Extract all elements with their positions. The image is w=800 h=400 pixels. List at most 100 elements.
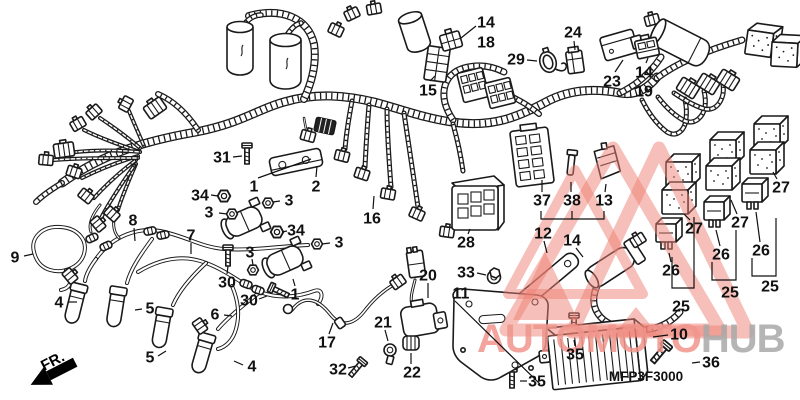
coil-bracket-2 (268, 147, 324, 177)
leader-line (251, 258, 254, 266)
callout-label: 25 (672, 299, 690, 316)
spark-plug-wires (31, 116, 417, 351)
leader-line (645, 57, 649, 64)
leader-line (218, 212, 228, 215)
callout-label: 3 (205, 205, 214, 222)
connector-14-19 (633, 33, 661, 60)
callout-label: 1 (250, 179, 259, 196)
callout-label: 26 (712, 247, 730, 264)
callout-label: 30 (240, 293, 258, 310)
callout-bracket (711, 230, 737, 281)
leader-line (454, 300, 541, 385)
leader-line (573, 40, 576, 51)
watermark-brand: AUTOMOTOHUB (477, 317, 785, 361)
callout-label: 2 (312, 179, 321, 196)
leader-line (460, 25, 477, 39)
watermark-brand-second: HUB (701, 317, 785, 361)
sensor-21 (383, 343, 397, 366)
callout-label: 12 (534, 226, 552, 243)
callout-label: 13 (595, 193, 613, 210)
connector-24 (565, 45, 585, 75)
watermark-triangle (503, 165, 648, 299)
leader-line (328, 322, 334, 335)
leader-line (604, 183, 607, 193)
wire-harness-art (33, 8, 746, 334)
leader-line (23, 253, 34, 257)
ecu-28 (451, 175, 505, 231)
callout-label: 26 (662, 263, 680, 280)
callout-label: 17 (318, 335, 336, 352)
callout-label: 35 (528, 374, 546, 391)
band-clamp-29 (538, 46, 568, 74)
part-code: MFP3F3000 (609, 369, 683, 384)
watermark-triangle (612, 307, 660, 337)
leader-line (223, 314, 233, 317)
leader-line (281, 230, 288, 233)
connector-14-18 (438, 27, 464, 52)
leader-line (575, 247, 584, 258)
ring-terminal (282, 303, 294, 315)
leader-line (372, 195, 375, 210)
callout-label: 25 (761, 279, 779, 296)
callout-label: 36 (702, 355, 720, 372)
connector-block-15 (423, 45, 451, 83)
callout-label: 16 (363, 211, 381, 228)
callout-label: 6 (211, 307, 220, 324)
callout-label: 31 (213, 150, 231, 167)
callout-label: 14 (477, 15, 495, 32)
callout-label: 4 (55, 295, 64, 312)
callout-label: 23 (603, 74, 621, 91)
leader-line (467, 228, 471, 235)
callout-label: 15 (419, 83, 437, 100)
grommet-22 (402, 335, 420, 351)
callout-label: 30 (218, 275, 236, 292)
leader-line (755, 211, 761, 243)
callout-label: 20 (419, 268, 437, 285)
leader-line (715, 229, 721, 247)
callout-bracket (671, 217, 695, 289)
watermark-brand-first: AUTOMOTO (477, 317, 701, 361)
leader-line (258, 295, 268, 300)
callout-bracket (751, 218, 777, 277)
callout-label: 4 (248, 359, 257, 376)
fuse-box (509, 122, 555, 188)
callout-label: 29 (507, 52, 525, 69)
leader-line (210, 194, 219, 197)
leader-line (134, 308, 143, 311)
callout-label: 34 (287, 223, 305, 240)
callout-label: 7 (187, 228, 196, 245)
callout-label: 3 (335, 235, 344, 252)
watermark: AUTOMOTOHUB (477, 141, 786, 361)
leader-line (321, 242, 331, 245)
callout-label: 19 (635, 84, 653, 101)
callout-label: 27 (731, 215, 749, 232)
leader-line (233, 360, 244, 366)
leader-line (315, 165, 318, 178)
leader-line (157, 350, 167, 357)
leader-line (772, 171, 778, 180)
callout-label: 18 (477, 35, 495, 52)
leader-line (652, 334, 669, 338)
leader-line (347, 365, 357, 369)
callout-label: 14 (563, 233, 581, 250)
callout-label: 9 (11, 250, 20, 267)
callout-label: 24 (564, 25, 582, 42)
front-direction-marker: FR. (30, 348, 78, 385)
callout-label: 14 (635, 65, 653, 82)
leader-line (384, 329, 389, 342)
callout-label: 38 (563, 193, 581, 210)
callout-label: 32 (329, 362, 347, 379)
coil-canister (226, 10, 432, 90)
watermark-triangle (513, 252, 578, 320)
fuse-block (456, 66, 490, 104)
leader-line (683, 213, 691, 221)
callout-label: 28 (457, 235, 475, 252)
leader-line (691, 361, 701, 364)
callout-label: 5 (146, 350, 155, 367)
leader-line (429, 75, 436, 82)
callout-label: 21 (374, 315, 392, 332)
callout-label: 10 (670, 327, 688, 344)
